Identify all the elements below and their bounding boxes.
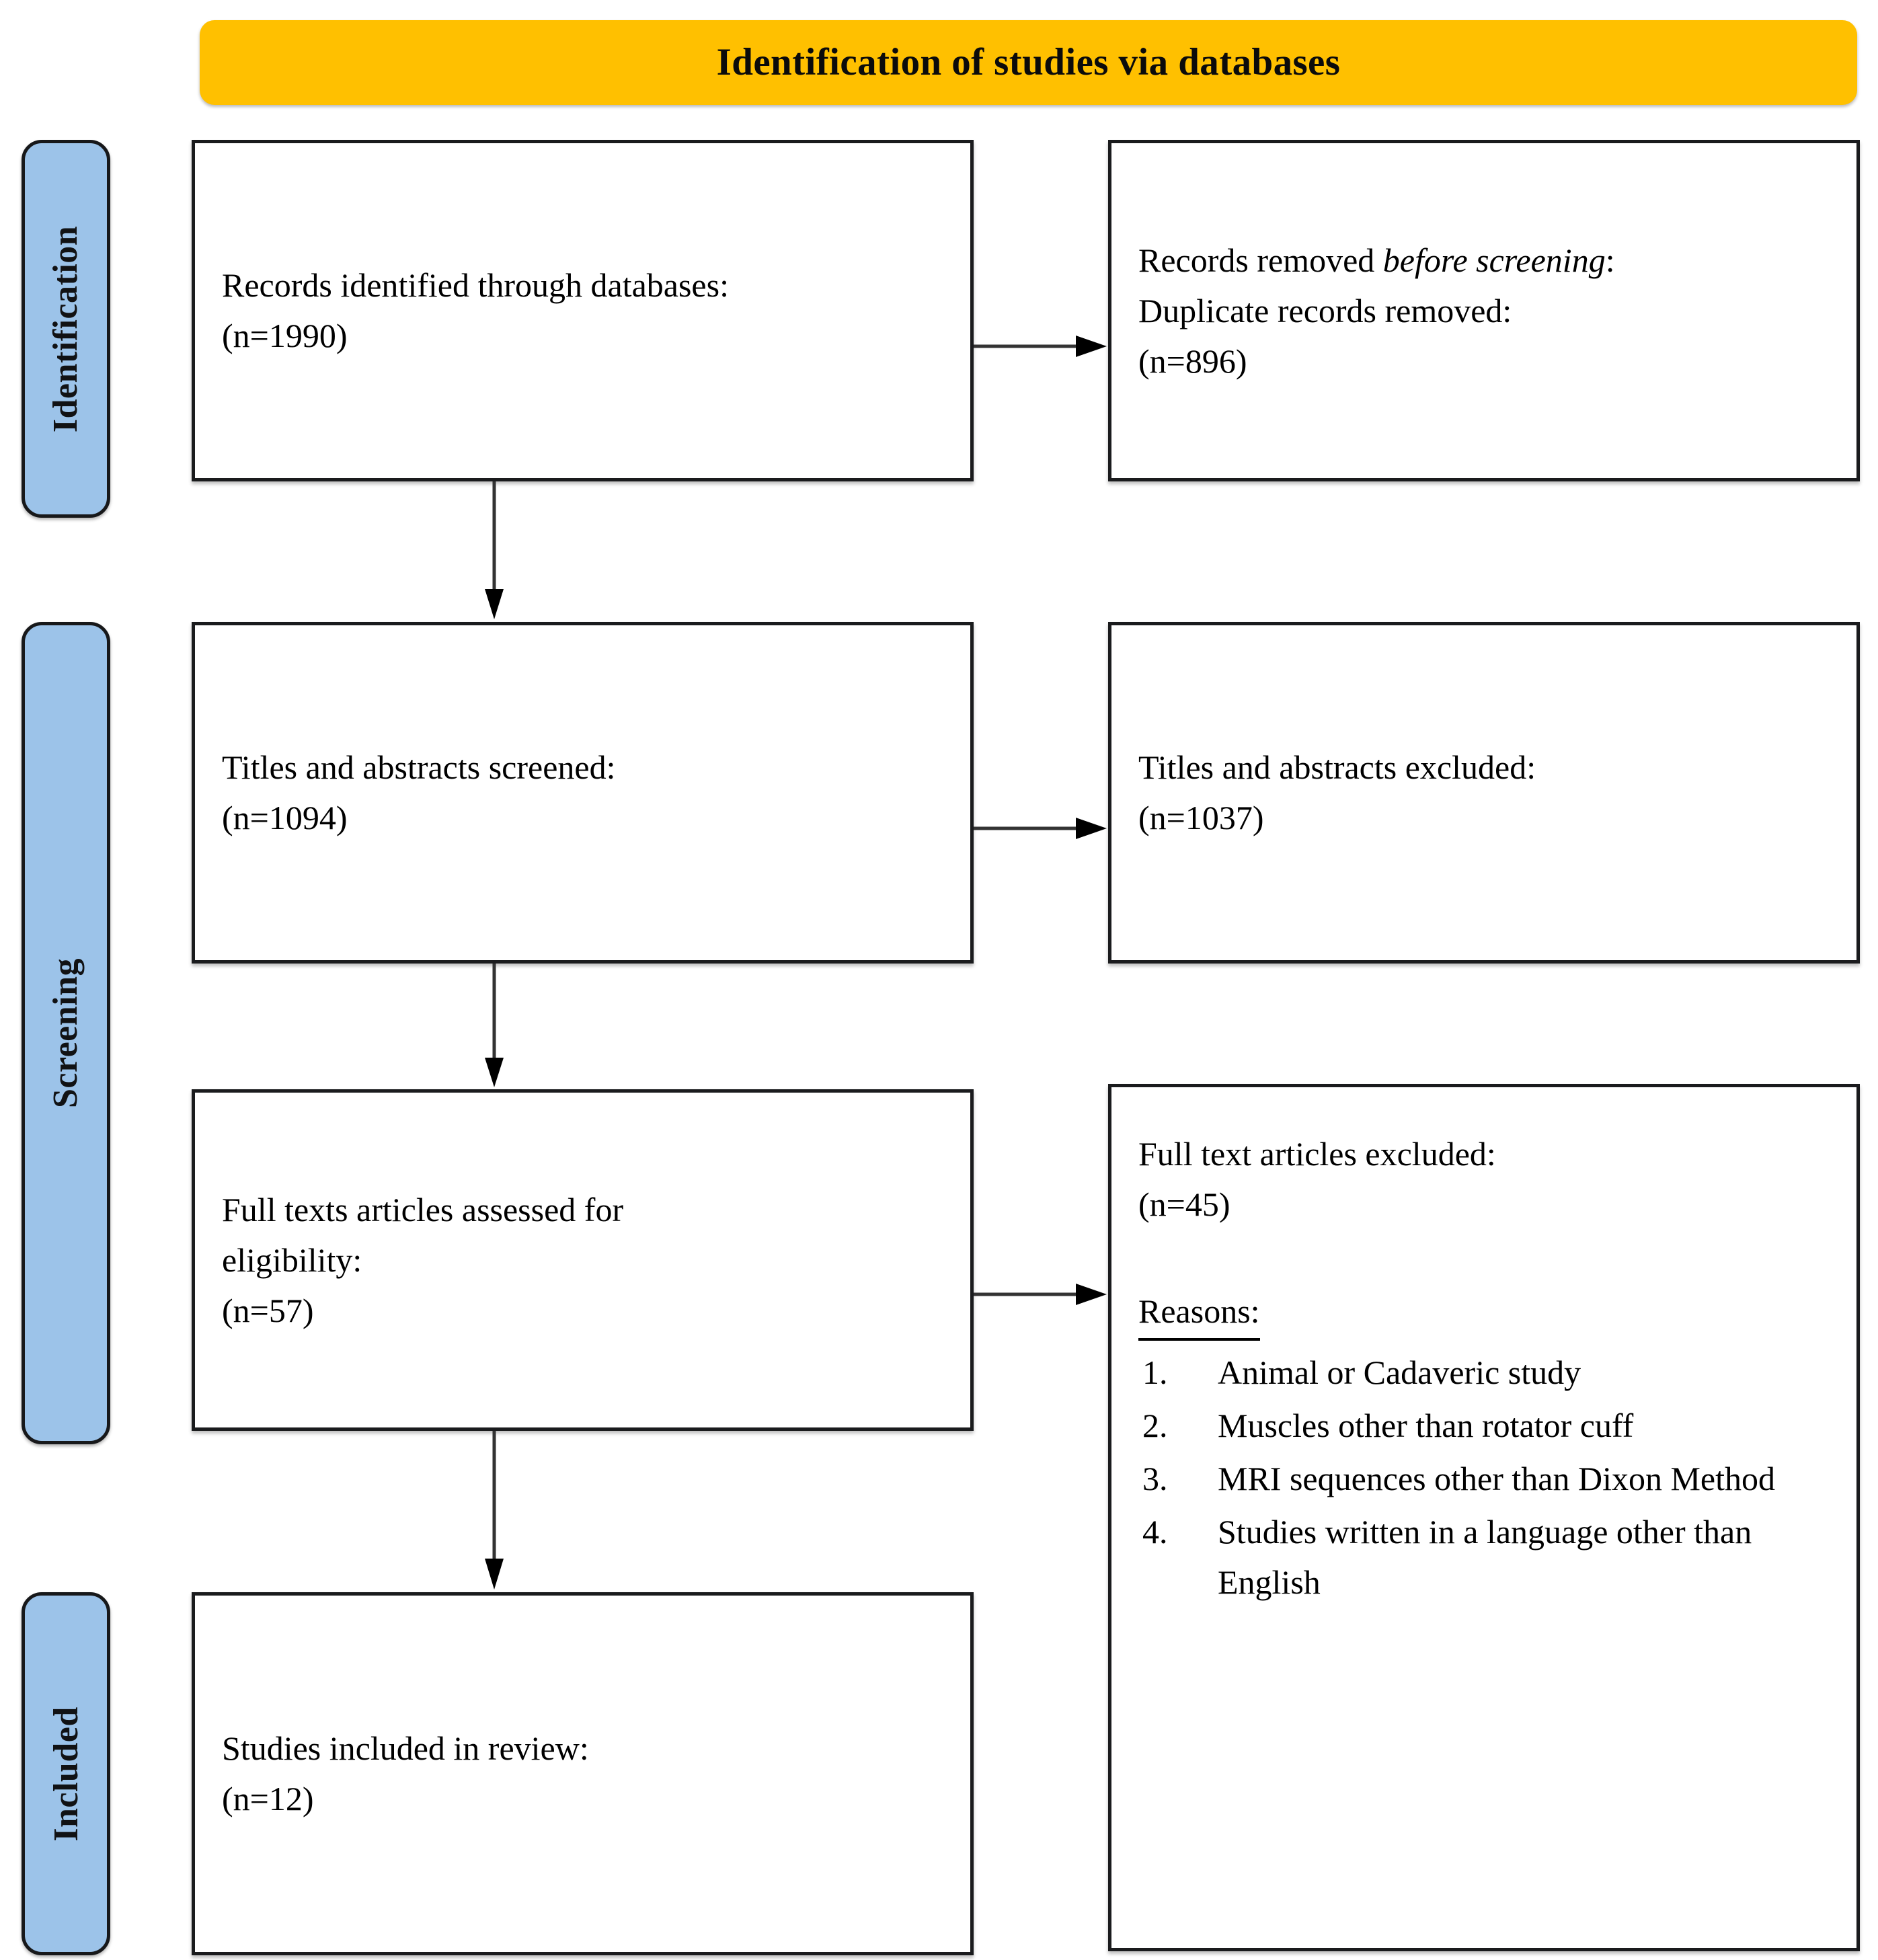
box-studies-included-count: (n=12)	[222, 1780, 314, 1817]
box-titles-abstracts-screened: Titles and abstracts screened: (n=1094)	[192, 622, 974, 964]
box-fulltext-excluded-count: (n=45)	[1138, 1185, 1230, 1223]
arrow-down-identified-to-screened-icon	[484, 481, 504, 623]
box-records-identified-count: (n=1990)	[222, 317, 348, 354]
reason-item: Studies written in a language other than…	[1142, 1507, 1752, 1601]
box-fulltext-assessed: Full texts articles assessed for eligibi…	[192, 1089, 974, 1431]
box-titles-abstracts-excluded: Titles and abstracts excluded: (n=1037)	[1108, 622, 1860, 964]
box-fulltext-excluded-line1: Full text articles excluded:	[1138, 1135, 1496, 1173]
diagram-title: Identification of studies via databases	[716, 40, 1341, 83]
box-studies-included-line1: Studies included in review:	[222, 1729, 589, 1767]
box-fulltext-assessed-line1: Full texts articles assessed for	[222, 1190, 624, 1228]
stage-label-included: Included	[22, 1592, 110, 1955]
stage-label-included-text: Included	[46, 1706, 85, 1842]
arrow-right-fulltext-to-excluded-icon	[974, 1281, 1109, 1308]
arrow-down-fulltext-to-included-icon	[484, 1431, 504, 1593]
box-fulltext-assessed-line2: eligibility:	[222, 1241, 362, 1279]
box-titles-screened-count: (n=1094)	[222, 799, 348, 836]
stage-label-identification: Identification	[22, 140, 110, 518]
box-fulltext-excluded: Full text articles excluded: (n=45) Reas…	[1108, 1084, 1860, 1951]
box-records-removed-line1: Records removed before screening:	[1138, 235, 1830, 286]
box-records-identified: Records identified through databases: (n…	[192, 140, 974, 481]
records-removed-suffix: :	[1605, 241, 1615, 279]
box-titles-excluded-line1: Titles and abstracts excluded:	[1138, 748, 1536, 786]
reasons-list: Animal or Cadaveric study Muscles other …	[1138, 1347, 1830, 1608]
records-removed-italic: before screening	[1382, 241, 1606, 279]
stage-label-screening-text: Screening	[46, 957, 85, 1109]
arrow-right-identified-to-duplicates-icon	[974, 333, 1109, 360]
box-titles-screened-line1: Titles and abstracts screened:	[222, 748, 616, 786]
box-records-identified-line1: Records identified through databases:	[222, 266, 729, 304]
arrow-right-screened-to-excluded-icon	[974, 815, 1109, 842]
arrow-down-screened-to-fulltext-icon	[484, 964, 504, 1090]
reason-item: MRI sequences other than Dixon Method	[1142, 1454, 1776, 1504]
box-records-removed-line2: Duplicate records removed:	[1138, 291, 1512, 329]
diagram-title-banner: Identification of studies via databases	[200, 20, 1857, 105]
records-removed-prefix: Records removed	[1138, 241, 1383, 279]
box-records-removed-count: (n=896)	[1138, 342, 1247, 380]
stage-label-screening: Screening	[22, 622, 110, 1444]
reason-item: Muscles other than rotator cuff	[1142, 1401, 1634, 1451]
reasons-heading: Reasons:	[1138, 1286, 1260, 1341]
box-titles-excluded-count: (n=1037)	[1138, 799, 1264, 836]
box-studies-included: Studies included in review: (n=12)	[192, 1592, 974, 1955]
box-fulltext-assessed-count: (n=57)	[222, 1291, 314, 1329]
box-records-removed-before-screening: Records removed before screening: Duplic…	[1108, 140, 1860, 481]
reason-item: Animal or Cadaveric study	[1142, 1347, 1581, 1398]
stage-label-identification-text: Identification	[46, 225, 85, 432]
